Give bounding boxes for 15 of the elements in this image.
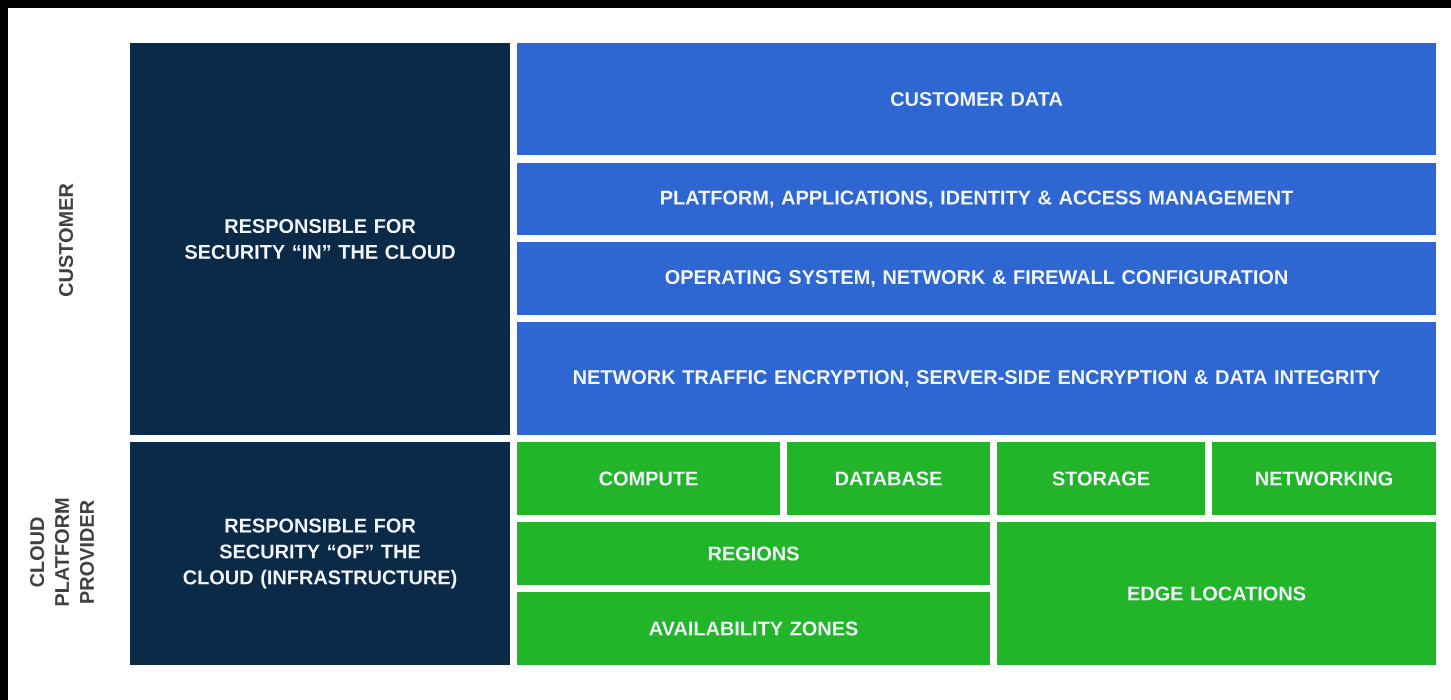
responsibility-panel: RESPONSIBLE FOR SECURITY “OF” THE CLOUD (INFRASTRUCTURE) <box>130 442 510 665</box>
layer-bar: PLATFORM, APPLICATIONS, IDENTITY & ACCESS MANAGEMENT <box>517 163 1436 235</box>
service-block: NETWORKING <box>1212 442 1436 515</box>
service-block: COMPUTE <box>517 442 780 515</box>
responsibility-panel: RESPONSIBLE FOR SECURITY “IN” THE CLOUD <box>130 43 510 435</box>
service-block: EDGE LOCATIONS <box>997 522 1436 665</box>
service-block: REGIONS <box>517 522 990 585</box>
layer-bar: CUSTOMER DATA <box>517 43 1436 155</box>
service-block: STORAGE <box>997 442 1205 515</box>
layer-bar: NETWORK TRAFFIC ENCRYPTION, SERVER-SIDE ENCRYPTION & DATA INTEGRITY <box>517 322 1436 435</box>
side-label: CLOUD PLATFORM PROVIDER <box>30 498 94 606</box>
service-block: DATABASE <box>787 442 990 515</box>
side-label: CUSTOMER <box>58 183 74 296</box>
service-block: AVAILABILITY ZONES <box>517 592 990 665</box>
layer-bar: OPERATING SYSTEM, NETWORK & FIREWALL CONFIGURATION <box>517 242 1436 315</box>
